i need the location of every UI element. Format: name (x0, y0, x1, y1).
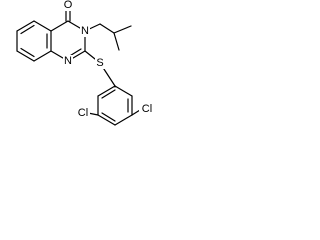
bond (97, 114, 116, 126)
nitrogen-label: N (81, 25, 89, 37)
bond (33, 50, 52, 62)
bond (20, 24, 35, 35)
bond (113, 25, 132, 34)
bond (16, 20, 35, 32)
bond (97, 85, 116, 97)
chlorine-label: Cl (142, 103, 152, 115)
oxygen-label: O (64, 0, 73, 11)
chemical-structure-diagram: O N N S Cl Cl (16, 0, 155, 126)
bond (131, 109, 141, 116)
bond (114, 114, 133, 126)
sulfur-label: S (96, 57, 103, 69)
chlorine-label: Cl (78, 107, 88, 119)
bond (101, 89, 116, 99)
bond (114, 85, 133, 97)
bond (50, 20, 69, 32)
bond (20, 47, 35, 58)
nitrogen-label: N (64, 55, 72, 67)
bond (16, 50, 35, 62)
bond (101, 112, 116, 122)
bond (113, 32, 120, 51)
bond (33, 20, 52, 32)
atom-label-layer: O N N S Cl Cl (63, 0, 155, 119)
bond (99, 23, 115, 34)
